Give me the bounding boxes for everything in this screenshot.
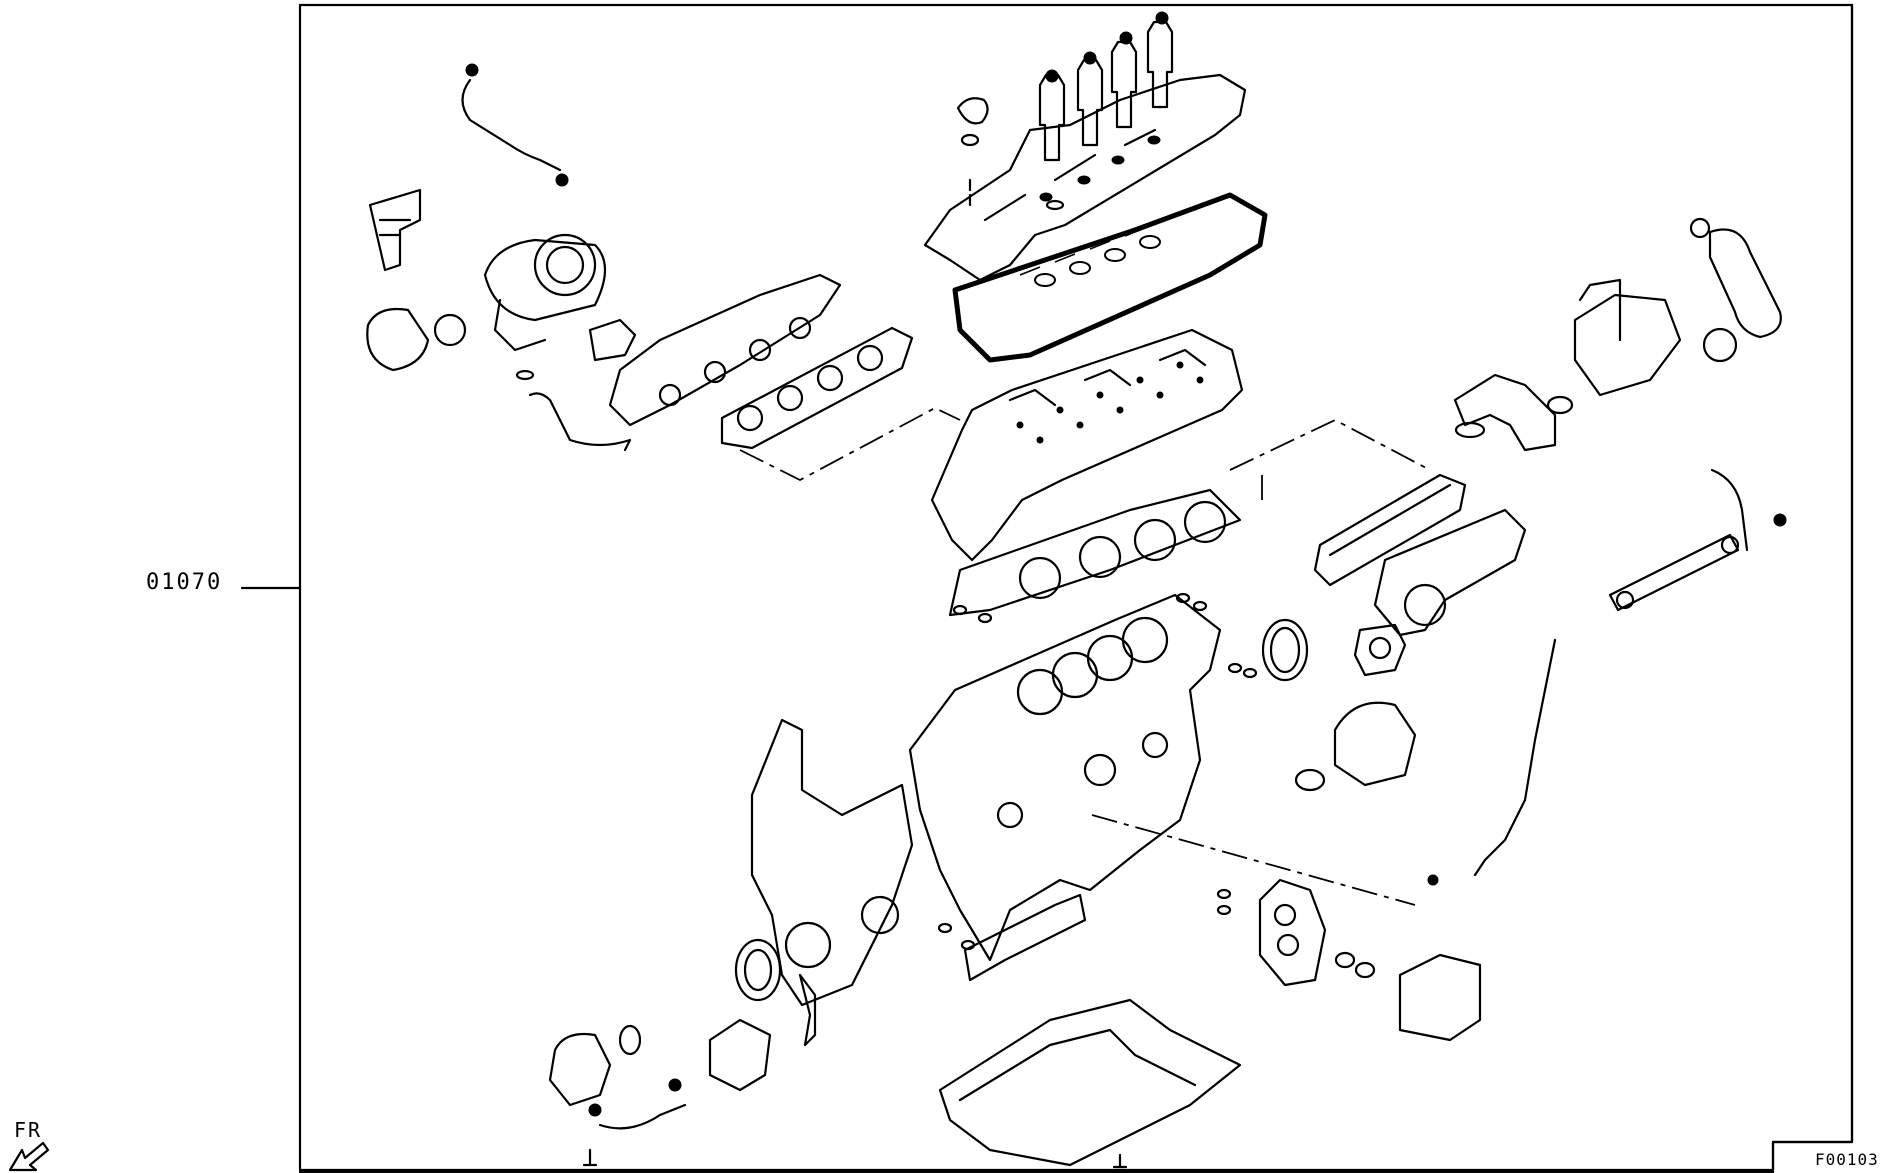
intake-manifold-icon bbox=[1373, 508, 1527, 637]
diagram-frame bbox=[298, 3, 1854, 1173]
oil-cooler-icon bbox=[1334, 951, 1482, 1042]
oil-pipe-icon bbox=[461, 63, 569, 187]
turbo-gasket-icon bbox=[588, 318, 637, 362]
head-cover-gasket-icon bbox=[952, 192, 1268, 363]
egr-cooler-icon bbox=[1573, 278, 1738, 397]
water-pipe-icon bbox=[1689, 217, 1782, 339]
water-pump-icon bbox=[548, 1024, 642, 1107]
cylinder-block-icon bbox=[908, 593, 1222, 962]
figure-code: F00103 bbox=[1815, 1150, 1879, 1169]
oil-filler-cap-icon bbox=[956, 97, 989, 207]
diagram-frame-bottom bbox=[298, 3, 1854, 1172]
cylinder-head-cover-icon bbox=[923, 73, 1247, 282]
oil-pan-icon bbox=[938, 998, 1242, 1169]
heat-shield-icon bbox=[368, 188, 422, 272]
water-outlet-icon bbox=[366, 307, 467, 372]
vacuum-pump-icon bbox=[1294, 701, 1417, 792]
oil-level-gauge-icon bbox=[1427, 638, 1557, 886]
intake-manifold-gasket-icon bbox=[1313, 473, 1467, 587]
water-outlet-gasket-icon bbox=[1353, 623, 1407, 677]
oil-strainer-icon bbox=[963, 893, 1087, 982]
injector-icon bbox=[1038, 11, 1174, 202]
cylinder-head-gasket-icon bbox=[948, 488, 1242, 617]
oil-return-pipe-icon bbox=[515, 369, 632, 452]
front-direction-arrow-icon bbox=[8, 1141, 50, 1172]
turbocharger-icon bbox=[483, 233, 606, 352]
assembly-lines bbox=[739, 406, 1431, 906]
thermostat-housing-icon bbox=[708, 1018, 772, 1092]
fuel-rail-icon bbox=[1608, 468, 1787, 612]
o-ring-icon bbox=[937, 592, 1258, 951]
exhaust-manifold-gasket-icon bbox=[720, 326, 914, 450]
egr-valve-icon bbox=[1453, 373, 1574, 452]
front-oil-seal-icon bbox=[734, 938, 782, 1002]
cylinder-head-icon bbox=[930, 328, 1244, 562]
exhaust-manifold-icon bbox=[608, 273, 842, 427]
front-direction-label: FR bbox=[14, 1118, 43, 1142]
oil-seal-icon bbox=[1261, 618, 1309, 682]
oil-filter-bracket-icon bbox=[1258, 878, 1327, 987]
sensor-pipe-icon bbox=[582, 1078, 687, 1167]
timing-cover-icon bbox=[750, 718, 914, 1007]
chain-guide-icon bbox=[798, 973, 817, 1047]
part-number-callout: 01070 bbox=[146, 570, 223, 595]
